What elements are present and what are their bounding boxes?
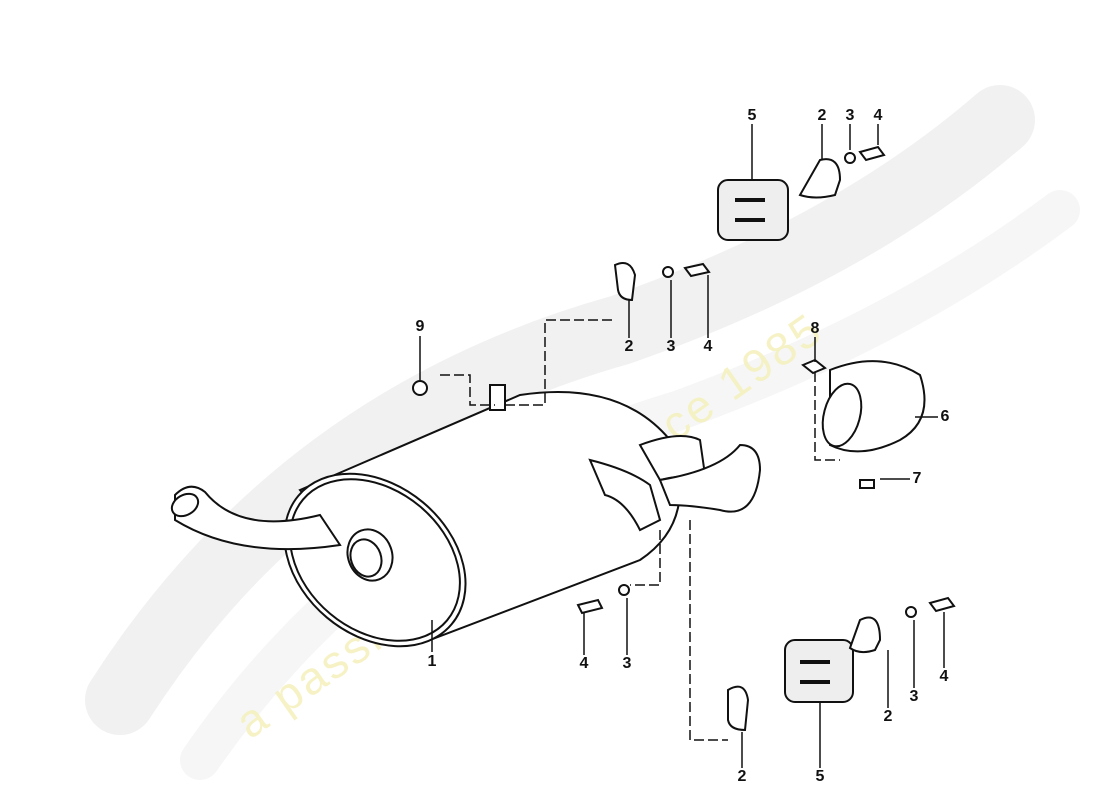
callout-6: 6 [940,408,950,425]
hardware [412,145,956,732]
callout-1: 1 [427,653,437,670]
callout-4: 4 [579,655,589,672]
callout-2: 2 [883,708,893,725]
callout-3: 3 [845,107,855,124]
callout-2: 2 [737,768,747,785]
callout-2: 2 [817,107,827,124]
muffler-body [170,384,762,648]
callout-9: 9 [415,318,425,335]
callout-5: 5 [747,107,757,124]
callout-5: 5 [815,768,825,785]
callout-8: 8 [810,320,820,337]
callout-2: 2 [624,338,634,355]
rubber-mount-bottom [784,639,854,703]
leader-lines [419,124,945,768]
callout-3: 3 [622,655,632,672]
callout-4: 4 [703,338,713,355]
callout-3: 3 [666,338,676,355]
callout-7: 7 [912,470,922,487]
callout-4: 4 [939,668,949,685]
callout-4: 4 [873,107,883,124]
callout-3: 3 [909,688,919,705]
watermark-brand [85,85,1080,780]
rubber-mount-top [717,179,789,241]
